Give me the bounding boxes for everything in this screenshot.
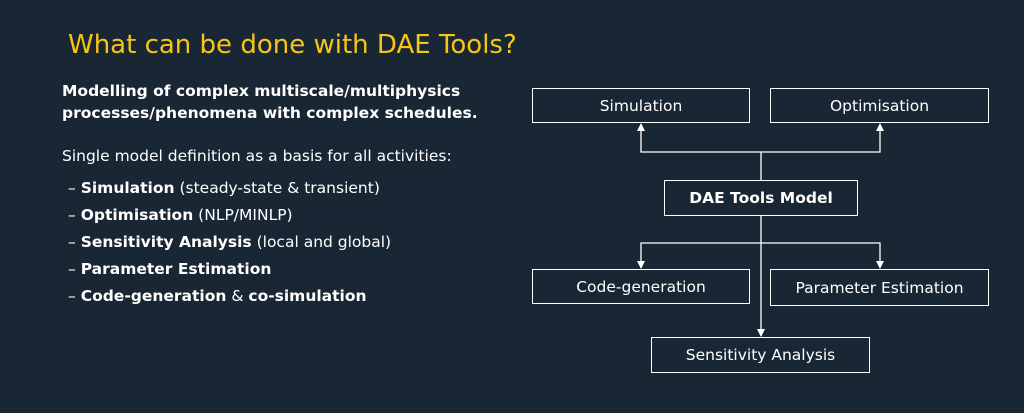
activity-detail: (steady-state & transient) [174,179,380,197]
list-dash: – [68,260,76,278]
activity-name: Optimisation [80,206,194,224]
connector-to-optimisation [761,123,884,153]
subtitle-line-1: Modelling of complex multiscale/multiphy… [62,82,461,100]
subtitle: Modelling of complex multiscale/multiphy… [62,80,478,124]
activity-detail: & [226,287,249,305]
slide-title: What can be done with DAE Tools? [68,30,517,60]
activity-name: Sensitivity Analysis [80,233,252,251]
list-dash: – [68,179,76,197]
dae-tools-model-box: DAE Tools Model [664,180,858,216]
list-item: – Code-generation & co-simulation [68,283,391,310]
parameter-estimation-box: Parameter Estimation [770,269,989,306]
activity-name: Parameter Estimation [80,260,272,278]
intro-text: Single model definition as a basis for a… [62,147,452,165]
optimisation-box: Optimisation [770,88,989,123]
subtitle-line-2: processes/phenomena with complex schedul… [62,104,478,122]
connector-to-codegen [637,216,762,269]
list-dash: – [68,287,76,305]
list-dash: – [68,233,76,251]
activity-name: Code-generation [80,287,227,305]
activity-detail: (local and global) [251,233,392,251]
activity-name: Simulation [80,179,175,197]
activity-name-secondary: co-simulation [248,287,367,305]
list-item: – Sensitivity Analysis (local and global… [68,229,391,256]
activity-list: – Simulation (steady-state & transient) … [68,175,391,310]
list-item: – Simulation (steady-state & transient) [68,175,391,202]
sensitivity-analysis-box: Sensitivity Analysis [651,337,870,373]
code-generation-box: Code-generation [532,269,750,304]
activity-detail: (NLP/MINLP) [193,206,293,224]
list-dash: – [68,206,76,224]
connector-to-param-est [761,242,884,269]
connector-to-simulation [637,123,762,181]
list-item: – Optimisation (NLP/MINLP) [68,202,391,229]
simulation-box: Simulation [532,88,750,123]
list-item: – Parameter Estimation [68,256,391,283]
